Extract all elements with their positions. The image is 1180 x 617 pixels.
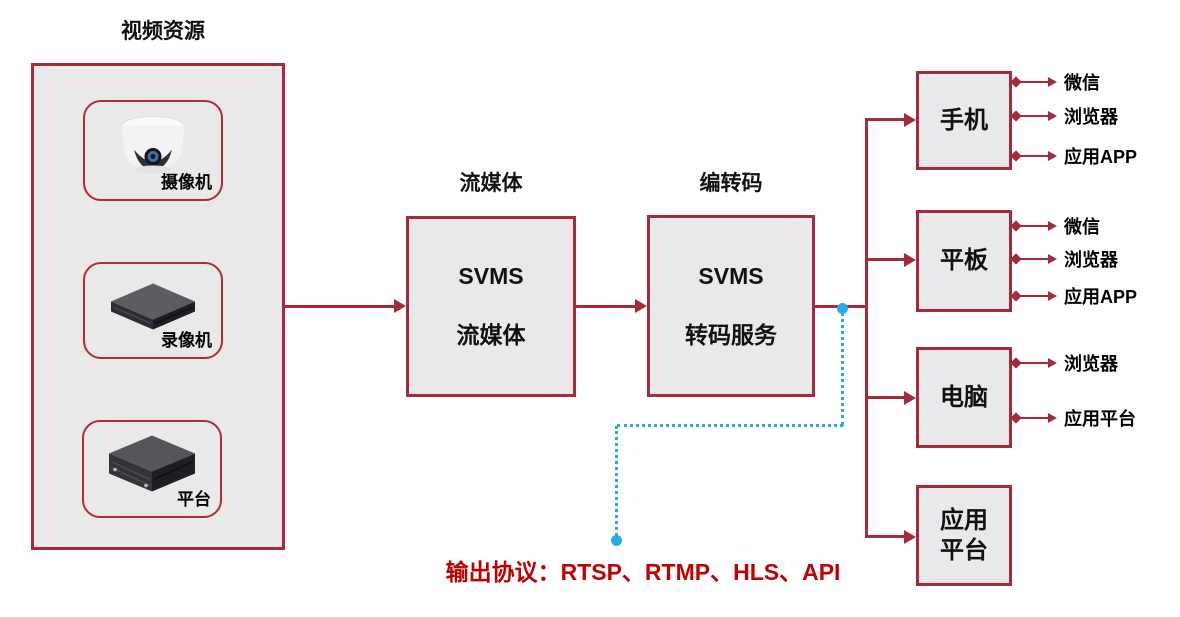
transcoding-box: SVMS 转码服务 [647, 215, 815, 397]
diamond-endpoint-icon [1010, 357, 1022, 369]
output-tablet-wechat: 微信 [1010, 216, 1100, 237]
arrowhead-icon [1048, 77, 1057, 87]
dome-camera-image [107, 111, 199, 182]
output-tablet-app: 应用APP [1010, 286, 1138, 307]
output-computer-appplatform: 应用平台 [1010, 408, 1136, 429]
diamond-endpoint-icon [1010, 412, 1022, 424]
output-phone-app: 应用APP [1010, 146, 1138, 167]
streaming-box-line2: 流媒体 [456, 322, 526, 348]
nvr-recorder-image [104, 276, 202, 337]
protocol-junction-dot [837, 303, 848, 314]
device-box-appplatform-label: 应用平台 [940, 506, 988, 564]
server-platform-image [102, 428, 202, 503]
diamond-endpoint-icon [1010, 76, 1022, 88]
diamond-endpoint-icon [1010, 253, 1022, 265]
source-item-platform-label: 平台 [177, 490, 211, 509]
output-tablet-browser: 浏览器 [1010, 249, 1118, 270]
branch-tablet-head [904, 253, 916, 267]
branch-computer-head [904, 391, 916, 405]
output-label: 浏览器 [1064, 107, 1118, 127]
arrow-streaming-to-transcoding-head [635, 299, 647, 313]
branch-phone-line [865, 118, 906, 121]
device-box-appplatform: 应用平台 [916, 485, 1012, 586]
output-computer-browser: 浏览器 [1010, 353, 1118, 374]
output-label: 浏览器 [1064, 250, 1118, 270]
device-box-phone-label: 手机 [940, 106, 988, 134]
arrowhead-icon [1048, 111, 1057, 121]
arrowhead-icon [1048, 254, 1057, 264]
branch-phone-head [904, 113, 916, 127]
arrowhead-icon [1048, 221, 1057, 231]
source-item-camera: 摄像机 [83, 100, 223, 201]
protocol-note: 输出协议：RTSP、RTMP、HLS、API [445, 559, 841, 585]
source-item-recorder-label: 录像机 [161, 331, 212, 350]
device-box-computer: 电脑 [916, 347, 1012, 448]
protocol-end-dot [611, 535, 622, 546]
arrow-source-to-streaming-line [285, 305, 396, 308]
branch-tablet-line [865, 258, 906, 261]
diamond-endpoint-icon [1010, 110, 1022, 122]
arrowhead-icon [1048, 413, 1057, 423]
arrow-source-to-streaming-head [394, 299, 406, 313]
transcoding-title: 编转码 [699, 172, 763, 195]
output-label: 应用APP [1064, 147, 1138, 167]
branch-appplatform-head [904, 530, 916, 544]
protocol-path-vertical-right [841, 312, 844, 426]
branch-computer-line [865, 396, 906, 399]
source-item-recorder: 录像机 [83, 262, 223, 359]
output-label: 应用平台 [1064, 409, 1136, 429]
source-item-camera-label: 摄像机 [161, 173, 212, 192]
source-item-platform: 平台 [82, 420, 222, 518]
protocol-path-vertical-left [615, 426, 618, 536]
diamond-endpoint-icon [1010, 220, 1022, 232]
source-panel-title: 视频资源 [121, 20, 205, 43]
device-box-computer-label: 电脑 [940, 383, 988, 411]
protocol-path-horizontal [617, 424, 843, 427]
branch-appplatform-line [865, 535, 906, 538]
output-label: 应用APP [1064, 287, 1138, 307]
device-box-tablet-label: 平板 [940, 247, 988, 274]
diamond-endpoint-icon [1010, 290, 1022, 302]
arrow-streaming-to-transcoding-line [576, 305, 637, 308]
trunk-line [865, 118, 868, 538]
output-label: 微信 [1064, 217, 1100, 237]
device-box-phone: 手机 [916, 71, 1012, 170]
output-phone-browser: 浏览器 [1010, 106, 1118, 127]
arrowhead-icon [1048, 358, 1057, 368]
streaming-box: SVMS 流媒体 [406, 216, 576, 397]
streaming-title: 流媒体 [459, 172, 523, 195]
diamond-endpoint-icon [1010, 150, 1022, 162]
streaming-box-line1: SVMS [458, 263, 524, 289]
output-label: 浏览器 [1064, 354, 1118, 374]
arrowhead-icon [1048, 151, 1057, 161]
output-phone-wechat: 微信 [1010, 72, 1100, 93]
output-label: 微信 [1064, 73, 1100, 93]
transcoding-box-line2: 转码服务 [685, 321, 777, 348]
transcoding-box-line1: SVMS [698, 262, 764, 289]
device-box-tablet: 平板 [916, 210, 1012, 312]
arrowhead-icon [1048, 291, 1057, 301]
